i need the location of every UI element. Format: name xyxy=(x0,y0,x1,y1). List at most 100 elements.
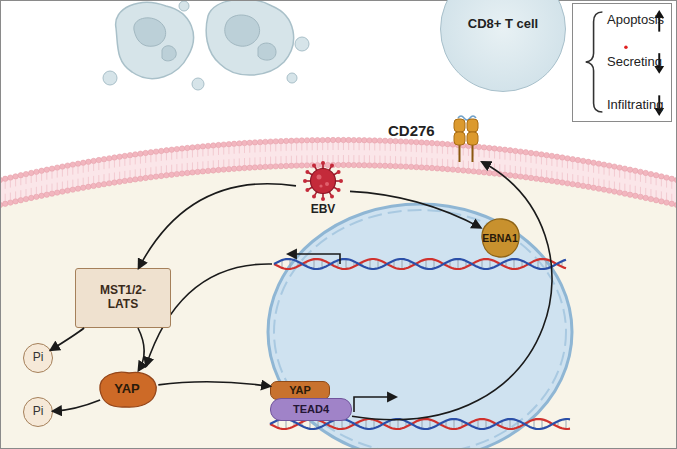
lipid-tail xyxy=(280,144,281,151)
lipid-head xyxy=(263,139,268,144)
lipid-head xyxy=(112,155,117,160)
node-label: Apoptosis xyxy=(607,13,664,28)
lipid-tail xyxy=(182,152,183,159)
lipid-tail xyxy=(379,156,380,163)
cell-nucleus xyxy=(134,18,166,46)
spike-knob xyxy=(305,188,309,192)
lipid-head xyxy=(398,139,403,144)
lipid-tail xyxy=(254,157,255,164)
lipid-tail xyxy=(307,155,308,162)
lipid-tail xyxy=(400,156,401,163)
lipid-head xyxy=(23,196,28,201)
spike-knob xyxy=(303,179,307,183)
lipid-tail xyxy=(614,170,615,177)
base-pair xyxy=(482,259,483,268)
lipid-head xyxy=(39,168,44,173)
lipid-tail xyxy=(62,170,63,177)
lipid-tail xyxy=(197,162,198,169)
base-pair xyxy=(490,259,491,268)
lipid-tail xyxy=(301,155,302,162)
lipid-head xyxy=(65,163,70,168)
lipid-head xyxy=(627,167,632,172)
base-pair xyxy=(538,260,539,269)
arrow-connector xyxy=(139,184,296,268)
lipid-tail xyxy=(41,186,42,193)
lipid-head xyxy=(544,152,549,157)
lipid-tail xyxy=(536,169,537,176)
receptor-domain xyxy=(467,119,478,132)
arrow-connector xyxy=(138,328,144,370)
lipid-head xyxy=(247,140,252,145)
lipid-head xyxy=(164,148,169,153)
lipid-head xyxy=(429,165,434,170)
lipid-head xyxy=(304,163,309,168)
lipid-head xyxy=(273,164,278,169)
lipid-head xyxy=(242,165,247,170)
lipid-tail xyxy=(98,175,99,182)
lipid-head xyxy=(60,189,65,194)
lipid-head xyxy=(247,165,252,170)
receptor-stem xyxy=(459,144,461,162)
lipid-head xyxy=(674,202,677,207)
lipid-head xyxy=(362,138,367,143)
lipid-tail xyxy=(650,177,651,184)
lipid-head xyxy=(289,138,294,143)
lipid-head xyxy=(497,171,502,176)
lipid-head xyxy=(252,140,257,145)
lipid-head xyxy=(419,140,424,145)
lipid-tail xyxy=(562,173,563,180)
dna-strand xyxy=(274,259,566,269)
lipid-tail xyxy=(286,144,287,151)
lipid-tail xyxy=(640,187,641,194)
lipid-tail xyxy=(379,144,380,151)
lipid-head xyxy=(393,163,398,168)
lipid-tail xyxy=(57,171,58,178)
lipid-head xyxy=(341,162,346,167)
lipid-tail xyxy=(421,145,422,152)
lipid-tail xyxy=(20,190,21,197)
lipid-tail xyxy=(109,173,110,180)
lipid-tail xyxy=(228,159,229,166)
lipid-head xyxy=(231,166,236,171)
lipid-head xyxy=(372,163,377,168)
lipid-tail xyxy=(671,182,672,189)
lipid-tail xyxy=(317,155,318,162)
lipid-tail xyxy=(546,158,547,165)
lipid-tail xyxy=(83,178,84,185)
lipid-head xyxy=(195,144,200,149)
lipid-tail xyxy=(432,158,433,165)
lipid-tail xyxy=(57,183,58,190)
lipid-tail xyxy=(374,143,375,150)
lipid-tail xyxy=(208,161,209,168)
lipid-head xyxy=(534,176,539,181)
lipid-tail xyxy=(510,153,511,160)
lipid-head xyxy=(544,177,549,182)
lipid-tail xyxy=(426,146,427,153)
capsid-dot xyxy=(317,175,322,180)
lipid-head xyxy=(8,175,13,180)
lipid-head xyxy=(450,167,455,172)
lipid-tail xyxy=(218,148,219,155)
lipid-tail xyxy=(140,169,141,176)
lipid-head xyxy=(112,180,117,185)
dna-strands xyxy=(270,259,570,429)
lipid-tail xyxy=(442,147,443,154)
lipid-head xyxy=(3,201,8,206)
cell-blob xyxy=(116,2,194,78)
lipid-head xyxy=(138,176,143,181)
lipid-head xyxy=(549,178,554,183)
lipid-head xyxy=(351,137,356,142)
lipid-head xyxy=(34,169,39,174)
lipid-head xyxy=(91,183,96,188)
lipid-tail xyxy=(650,189,651,196)
lipid-head xyxy=(299,163,304,168)
lipid-head xyxy=(299,138,304,143)
lipid-tail xyxy=(645,188,646,195)
lipid-tail xyxy=(218,160,219,167)
lipid-tail xyxy=(150,155,151,162)
lipid-head xyxy=(377,163,382,168)
spike-knob xyxy=(321,197,325,201)
lipid-tail xyxy=(510,165,511,172)
lipid-tail xyxy=(291,144,292,151)
